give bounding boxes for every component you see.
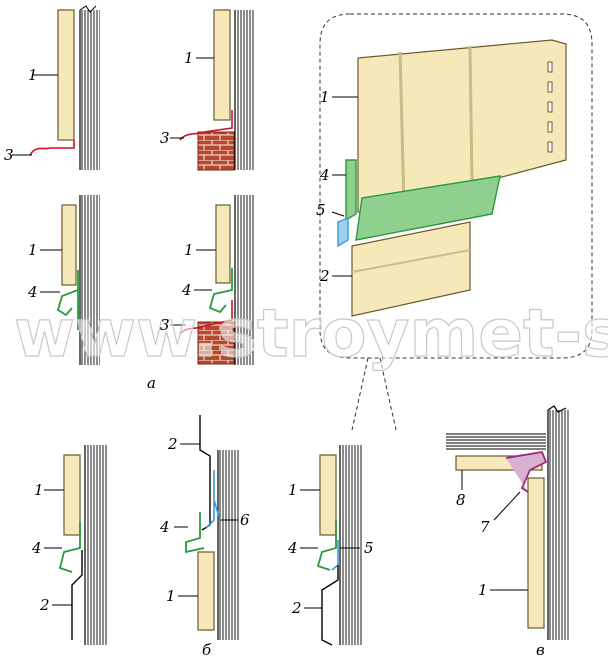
detail-b3-panel-with-clip (300, 445, 362, 646)
label-2-b2: 2 (167, 435, 178, 453)
label-4-a3: 4 (27, 283, 38, 301)
label-1-a3: 1 (28, 241, 38, 259)
label-4-b3: 4 (287, 539, 298, 557)
watermark: www.stroymet-s.ru (14, 295, 608, 372)
label-8-v: 8 (456, 491, 466, 509)
label-1-a4: 1 (184, 241, 194, 259)
label-3-a4: 3 (160, 316, 170, 334)
label-4-b1: 4 (31, 539, 42, 557)
group-label-a: а (147, 374, 156, 392)
label-1-a2: 1 (184, 49, 194, 67)
detail-a3-j-profile (40, 195, 100, 365)
label-5-b3: 5 (364, 539, 374, 557)
detail-v-soffit-corner (446, 405, 570, 640)
detail-a2-starter-on-brick (170, 9, 255, 171)
inset-3d-panel-view (319, 13, 593, 431)
label-4-inset: 4 (319, 166, 330, 184)
label-1-b2: 1 (166, 587, 176, 605)
detail-a1-starter-strip (12, 5, 100, 170)
label-2-inset: 2 (319, 267, 330, 285)
label-7-v: 7 (480, 518, 490, 536)
label-2-b1: 2 (39, 596, 50, 614)
group-label-v: в (536, 641, 545, 659)
label-1-b3: 1 (288, 481, 298, 499)
label-3-a2: 3 (160, 129, 170, 147)
label-2-b3: 2 (291, 599, 302, 617)
label-5-inset: 5 (316, 201, 326, 219)
label-1-a1: 1 (28, 66, 38, 84)
detail-b1-panel-on-j (44, 445, 107, 645)
label-6-b2: 6 (240, 511, 250, 529)
label-4-b2: 4 (159, 518, 170, 536)
group-label-b: б (202, 641, 212, 659)
label-1-b1: 1 (34, 481, 44, 499)
label-1-inset: 1 (320, 88, 330, 106)
label-4-a4: 4 (181, 281, 192, 299)
label-3-a1: 3 (4, 146, 14, 164)
label-1-v: 1 (478, 581, 488, 599)
detail-a4-j-profile-on-brick (170, 195, 255, 365)
detail-b2-panel-joint (174, 415, 240, 640)
